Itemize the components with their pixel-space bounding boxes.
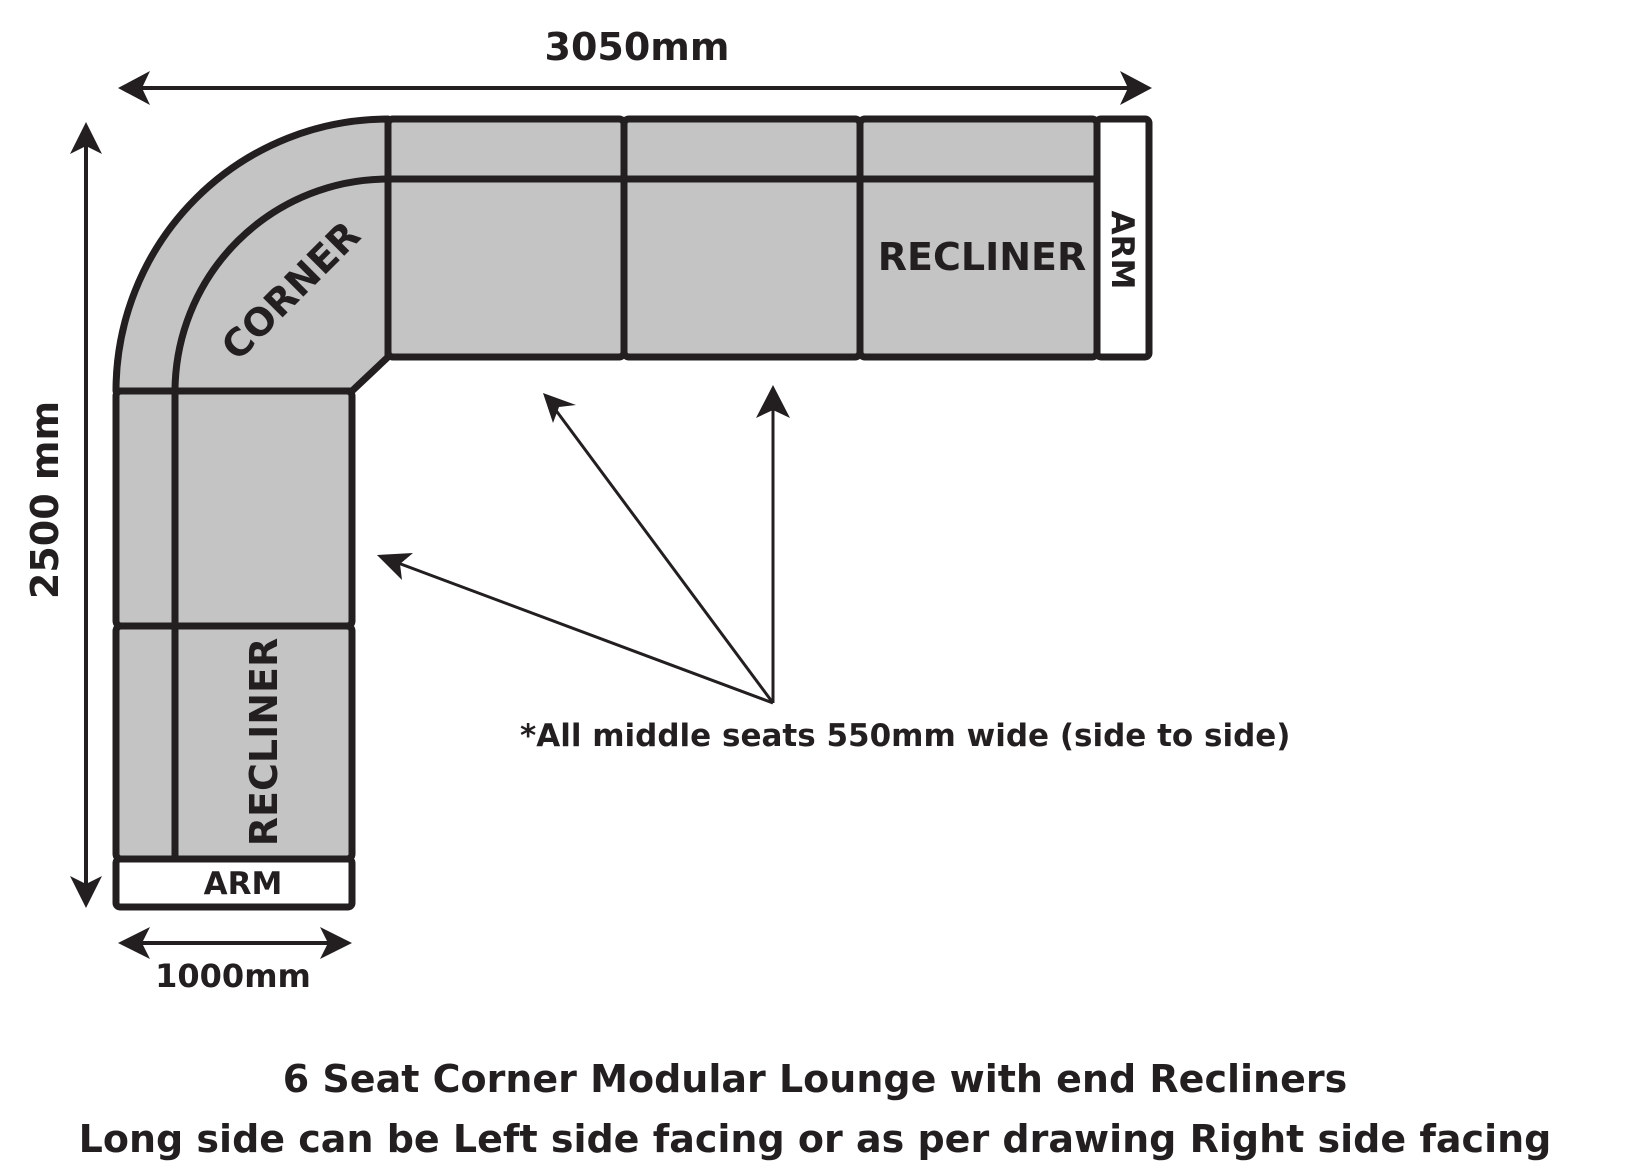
width-dimension: 3050mm: [118, 25, 1152, 105]
height-dimension: 2500 mm: [23, 122, 102, 908]
pointer-arrows: [377, 385, 790, 705]
caption-line-1: 6 Seat Corner Modular Lounge with end Re…: [283, 1057, 1347, 1101]
top-arm-label: ARM: [1104, 211, 1140, 290]
top-seat-2: [620, 115, 864, 361]
left-seat-1: [112, 387, 356, 630]
depth-dimension: 1000mm: [118, 927, 352, 995]
width-dimension-label: 3050mm: [545, 25, 730, 69]
corner-backrest-line: [171, 175, 392, 395]
top-seat-1: [384, 115, 628, 361]
caption-line-2: Long side can be Left side facing or as …: [79, 1117, 1552, 1161]
middle-seats-note: *All middle seats 550mm wide (side to si…: [520, 718, 1290, 754]
height-dimension-label: 2500 mm: [23, 401, 67, 599]
bottom-arm-label: ARM: [204, 866, 283, 902]
left-recliner-label: RECLINER: [242, 638, 286, 846]
top-arm: [1093, 115, 1153, 361]
left-recliner-seat: [112, 622, 356, 863]
depth-dimension-label: 1000mm: [155, 957, 311, 995]
top-recliner-label: RECLINER: [878, 235, 1086, 279]
bottom-arm: [112, 855, 356, 911]
